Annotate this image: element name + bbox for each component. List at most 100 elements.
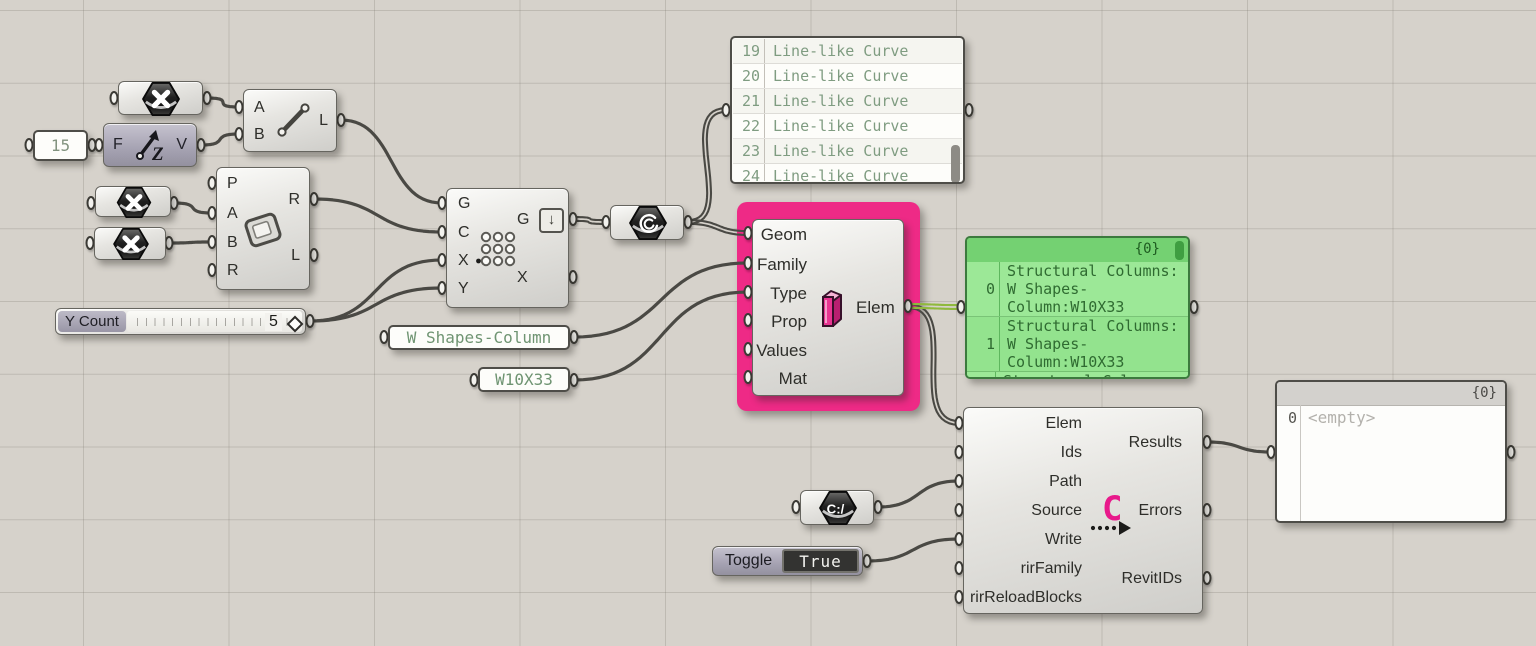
- row-value: Line-like Curve: [773, 117, 909, 135]
- port-label-write: Write: [1044, 531, 1082, 548]
- slider-track[interactable]: 5: [127, 311, 304, 333]
- curve-param-node[interactable]: [610, 205, 684, 240]
- slider-label: Y Count: [65, 313, 119, 330]
- port-label-b: B: [254, 126, 265, 143]
- file-path-node[interactable]: C:/: [800, 490, 874, 525]
- rir-export-node[interactable]: Elem Ids Path Source Write rirFamily rir…: [963, 407, 1203, 614]
- wire: [906, 303, 961, 423]
- column-icon: [822, 290, 842, 327]
- panel-row: 0 Structural Columns: W Shapes- Column:W…: [967, 262, 1188, 317]
- multiply-node-top[interactable]: [118, 81, 203, 116]
- rectangle-2pt-node[interactable]: P A B R R L: [216, 167, 310, 290]
- row-value: Line-like Curve: [773, 167, 909, 181]
- port-label-a: A: [254, 99, 265, 116]
- wire: [906, 303, 963, 307]
- row-index: 19: [733, 39, 765, 63]
- row-line: W Shapes-: [1007, 335, 1089, 353]
- port-label-out-l: L: [291, 247, 300, 264]
- panel-row: 20 Line-like Curve: [733, 64, 962, 89]
- y-count-slider[interactable]: Y Count 5: [55, 308, 306, 335]
- multiply-icon: [113, 228, 149, 260]
- row-value: Line-like Curve: [773, 142, 909, 160]
- panel-row: Structural Columns:: [967, 372, 1188, 377]
- row-index: 21: [733, 89, 765, 113]
- wire: [572, 290, 750, 382]
- wire: [1205, 440, 1273, 454]
- row-line: W Shapes-: [1007, 280, 1089, 298]
- wire: [339, 118, 444, 205]
- boolean-toggle[interactable]: Toggle True: [712, 546, 863, 576]
- wire: [906, 306, 961, 426]
- port-label-values: Values: [756, 341, 807, 360]
- add-component-node[interactable]: Geom Family Type Prop Values Mat Elem: [752, 219, 904, 396]
- element-output-panel[interactable]: {0} 0 Structural Columns: W Shapes- Colu…: [965, 236, 1190, 379]
- port-label-out-g: G: [517, 211, 530, 228]
- port-label-errors: Errors: [1138, 502, 1182, 519]
- toggle-label: Toggle: [725, 552, 773, 569]
- line-node[interactable]: A B L: [243, 89, 337, 152]
- wire: [571, 216, 608, 222]
- row-value: <empty>: [1308, 408, 1376, 427]
- path-badge: {0}: [1134, 241, 1160, 257]
- wire: [686, 110, 728, 225]
- panel-header: {0}: [967, 238, 1188, 263]
- type-name-panel[interactable]: W10X33: [478, 367, 570, 392]
- panel-value: W Shapes-Column: [406, 328, 552, 347]
- port-label-results: Results: [1128, 434, 1182, 451]
- row-index: 0: [1277, 405, 1301, 521]
- slider-value: 5: [265, 313, 282, 331]
- port-label-rirfamily: rirFamily: [1020, 560, 1082, 577]
- row-line: Structural Columns:: [1007, 262, 1179, 280]
- wire: [199, 132, 241, 147]
- multiply-icon: [116, 187, 152, 218]
- port-label-g: G: [458, 195, 471, 212]
- wire: [312, 197, 444, 234]
- multiply-node-low[interactable]: [94, 227, 166, 260]
- row-index: 24: [733, 164, 765, 181]
- wire: [172, 201, 214, 215]
- panel-row: 21 Line-like Curve: [733, 89, 962, 114]
- wire: [571, 219, 608, 225]
- panel-row: 24 Line-like Curve: [733, 164, 962, 181]
- unit-z-node[interactable]: F V Z: [103, 123, 197, 167]
- port-label-r: R: [227, 262, 239, 279]
- row-line: Column:W10X33: [1007, 298, 1125, 316]
- row-index: [967, 372, 996, 377]
- panel-row: 1 Structural Columns: W Shapes- Column:W…: [967, 317, 1188, 372]
- port-label-mat: Mat: [778, 369, 807, 388]
- results-panel[interactable]: {0} 0 <empty>: [1275, 380, 1507, 523]
- row-value: Line-like Curve: [773, 67, 909, 85]
- scrollbar-thumb[interactable]: [1175, 241, 1184, 260]
- toggle-value-box[interactable]: True: [782, 549, 859, 573]
- toggle-value: True: [799, 551, 842, 571]
- port-label-a: A: [227, 205, 238, 222]
- slider-ticks: [137, 318, 292, 326]
- wire: [906, 306, 963, 310]
- family-name-panel[interactable]: W Shapes-Column: [388, 325, 570, 350]
- multiply-node-mid[interactable]: [95, 186, 171, 218]
- svg-text:Z: Z: [151, 144, 164, 165]
- port-label-p: P: [227, 175, 238, 192]
- scrollbar-thumb[interactable]: [951, 145, 960, 182]
- port-label-b: B: [227, 234, 238, 251]
- wire: [686, 107, 728, 222]
- row-line: Structural Columns:: [1003, 372, 1175, 377]
- port-label-type: Type: [770, 284, 807, 303]
- file-path-icon: C:/: [819, 491, 857, 525]
- port-label-l: L: [319, 112, 328, 129]
- port-label-prop: Prop: [771, 312, 807, 331]
- panel-value: 15: [50, 136, 71, 155]
- wire: [686, 222, 750, 236]
- number-panel-15[interactable]: 15: [33, 130, 88, 161]
- port-label-geom: Geom: [760, 225, 807, 244]
- wire: [205, 96, 241, 109]
- rectangular-array-node[interactable]: G C X Y G X ↓: [446, 188, 569, 308]
- port-label-revitids: RevitIDs: [1121, 570, 1182, 587]
- svg-text:C: C: [1102, 489, 1122, 529]
- panel-value: W10X33: [495, 370, 553, 389]
- port-label-path: Path: [1049, 473, 1082, 490]
- curve-list-panel[interactable]: 19 Line-like Curve 20 Line-like Curve 21…: [730, 36, 965, 184]
- row-index: 23: [733, 139, 765, 163]
- row-index: 1: [967, 317, 1000, 371]
